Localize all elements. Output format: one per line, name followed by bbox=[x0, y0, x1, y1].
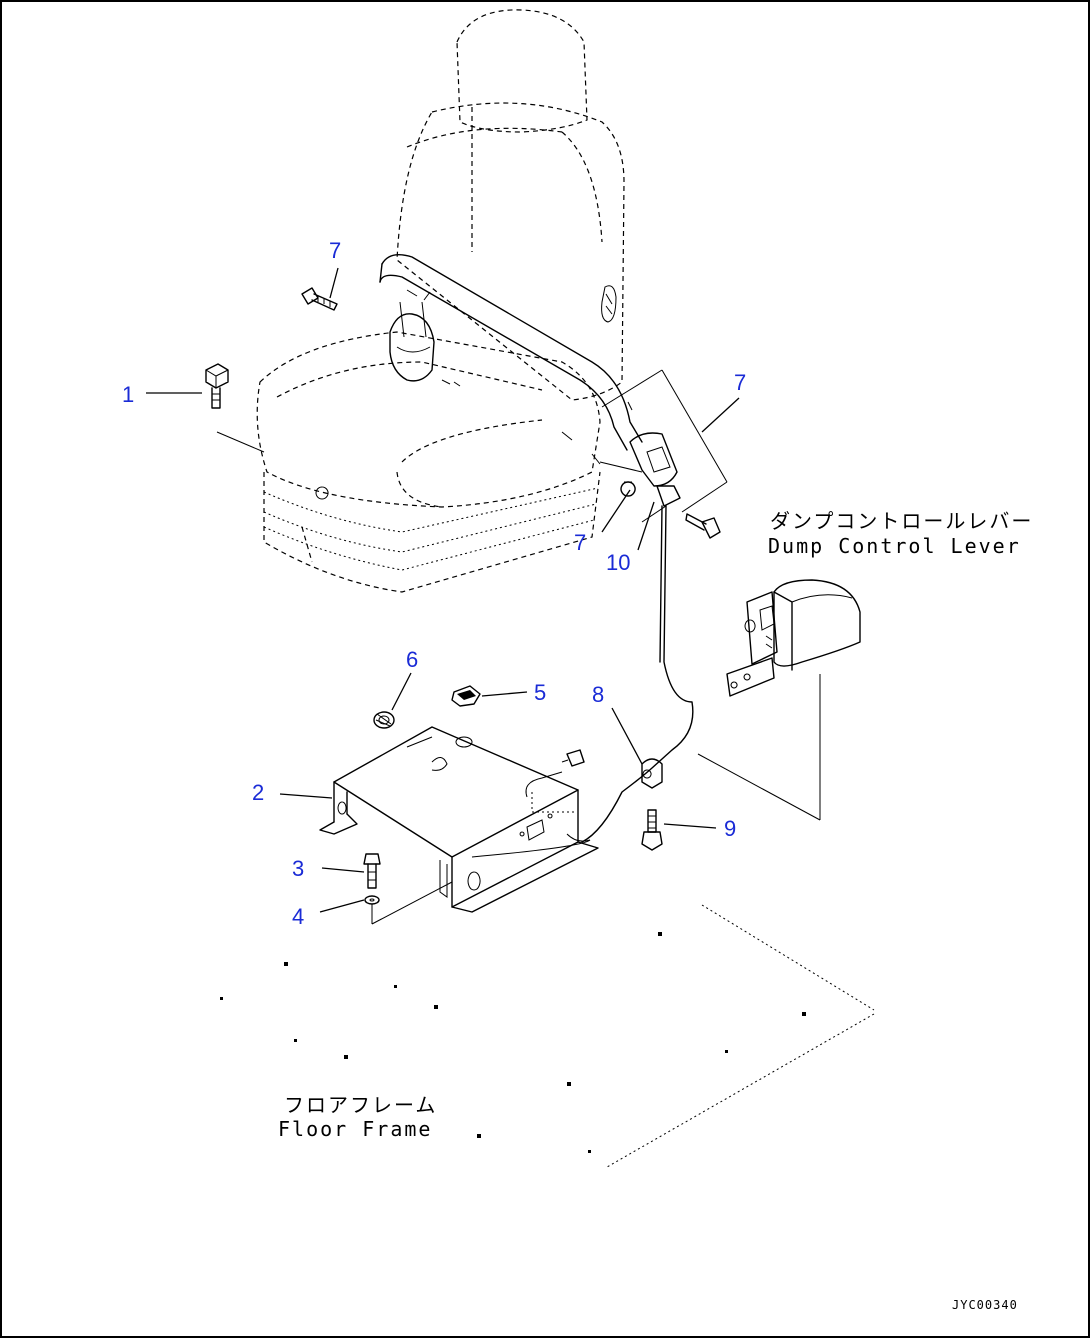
seat-outline bbox=[256, 9, 625, 593]
bracket-2 bbox=[319, 726, 599, 913]
drawing-code: JYC00340 bbox=[952, 1298, 1018, 1312]
bolt-1 bbox=[205, 363, 229, 409]
grommet-6 bbox=[373, 711, 395, 729]
leader-lines bbox=[146, 267, 821, 925]
clamp-8 bbox=[641, 758, 663, 789]
callout-4: 4 bbox=[292, 904, 304, 929]
dump-control-lever bbox=[726, 579, 861, 697]
callout-2: 2 bbox=[252, 780, 264, 805]
bolt-9 bbox=[641, 809, 663, 851]
floor-frame-label-en: Floor Frame bbox=[278, 1117, 432, 1141]
dump-control-lever-label-jp: ダンプコントロールレバー bbox=[770, 509, 1033, 533]
captions: ダンプコントロールレバー Dump Control Lever フロアフレーム … bbox=[278, 509, 1033, 1312]
floor-frame-label-jp: フロアフレーム bbox=[284, 1093, 437, 1117]
washer-4 bbox=[364, 895, 380, 905]
callout-10: 10 bbox=[606, 550, 630, 575]
callout-9: 9 bbox=[724, 816, 736, 841]
seat-belt bbox=[301, 254, 721, 539]
callout-3: 3 bbox=[292, 856, 304, 881]
callout-5: 5 bbox=[534, 680, 546, 705]
bolt-3 bbox=[363, 853, 381, 889]
callout-6: 6 bbox=[406, 647, 418, 672]
callout-7-belt: 7 bbox=[734, 370, 746, 395]
callout-1: 1 bbox=[122, 382, 134, 407]
callout-7-left-bolt: 7 bbox=[329, 238, 341, 263]
callout-7-nut: 7 bbox=[574, 530, 586, 555]
callout-8: 8 bbox=[592, 682, 604, 707]
callout-numbers: 1 2 3 4 5 6 7 7 7 8 9 10 bbox=[122, 238, 746, 929]
dump-control-lever-label-en: Dump Control Lever bbox=[768, 534, 1021, 558]
cap-5 bbox=[451, 685, 481, 748]
floor-frame bbox=[220, 904, 875, 1168]
